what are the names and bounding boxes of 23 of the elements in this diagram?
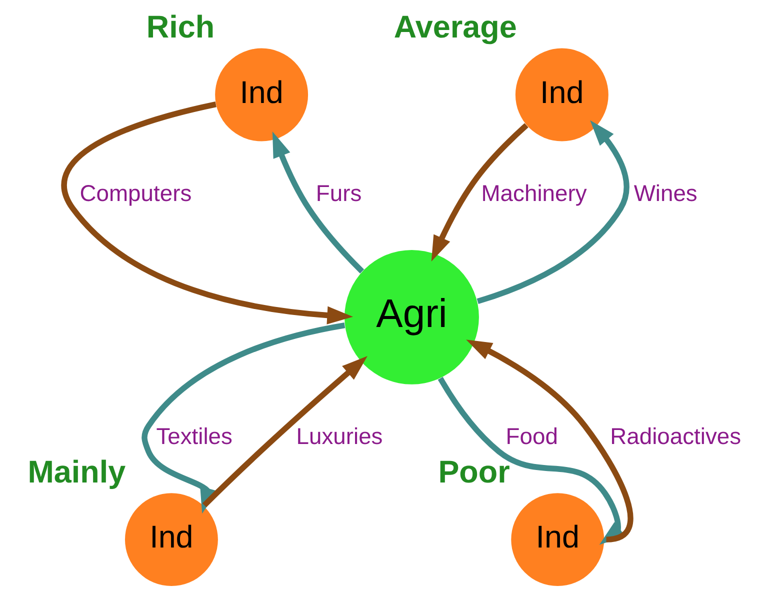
node-circle: Ind	[214, 48, 308, 142]
edge-label: Textiles	[156, 423, 232, 450]
edge-label: Wines	[633, 180, 697, 206]
node-circle: Ind	[514, 48, 608, 142]
edge-label: Computers	[79, 180, 192, 206]
node-circle: Ind	[510, 493, 604, 586]
node-label: Poor	[438, 454, 510, 490]
arrow	[61, 102, 353, 324]
node-circle: Agri	[344, 250, 478, 384]
node-circle: Ind	[124, 493, 218, 586]
edge-label: Machinery	[480, 180, 586, 206]
edge-label: Luxuries	[296, 423, 382, 450]
arrow	[272, 132, 364, 274]
arrow	[430, 123, 528, 262]
arrow	[466, 340, 633, 542]
node-label: Rich	[146, 10, 214, 45]
edge-label: Food	[505, 423, 558, 450]
arrow	[476, 120, 629, 304]
node-label: Mainly	[27, 454, 126, 490]
edge-label: Furs	[315, 180, 362, 206]
edge-label: Radioactives	[610, 423, 741, 450]
node-label: Average	[393, 10, 516, 45]
arrow	[202, 356, 367, 508]
